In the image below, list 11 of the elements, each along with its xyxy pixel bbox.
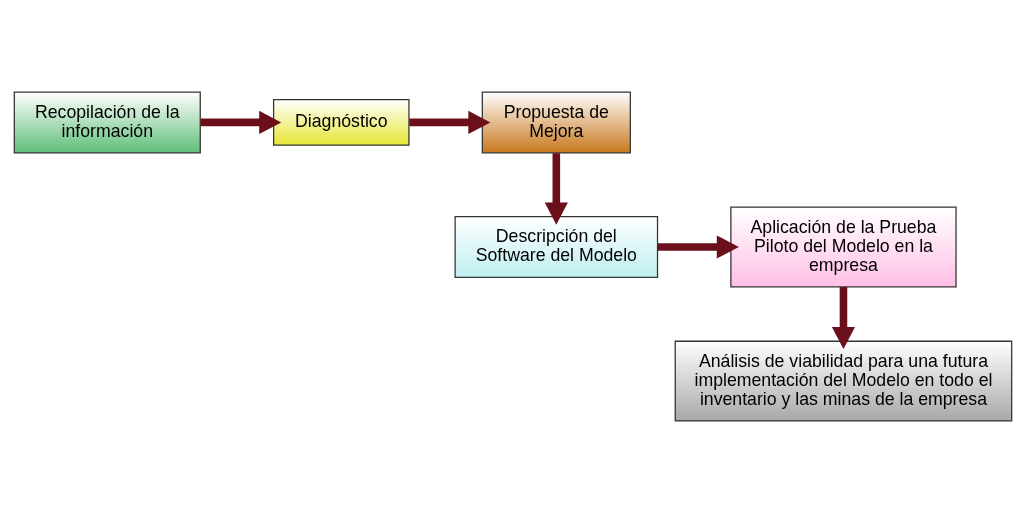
node-box: Propuesta de Mejora <box>481 90 631 153</box>
node-box: Recopilación de la información <box>13 90 201 153</box>
arrow <box>831 286 855 349</box>
node-box: Descripción del Software del Modelo <box>454 215 658 278</box>
arrow <box>657 234 739 259</box>
arrow <box>408 110 490 134</box>
node-box: Diagnóstico <box>272 98 410 146</box>
arrow <box>200 110 281 134</box>
node-box: Análisis de viabilidad para una futura implementación del Modelo en todo el inventario y las minas de la empresa <box>674 340 1012 422</box>
arrow <box>544 152 568 225</box>
node-box: Aplicación de la Prueba Piloto del Modelo en la empresa <box>729 206 957 287</box>
